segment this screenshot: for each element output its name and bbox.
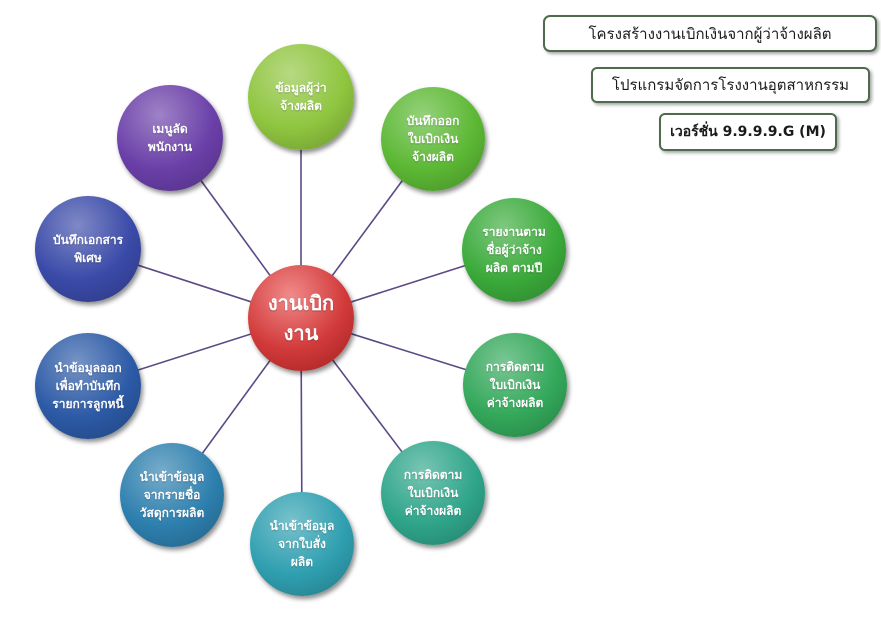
node-label: นำข้อมูลออก เพื่อทำบันทึก รายการลูกหนี้ (52, 361, 124, 411)
program-name: โปรแกรมจัดการโรงงานอุตสาหกรรม (611, 76, 850, 94)
node-label: นำเข้าข้อมูล จากรายชื่อ วัสดุการผลิต (139, 470, 205, 520)
diagram-node[interactable]: ข้อมูลผู้ว่า จ้างผลิต (248, 44, 354, 150)
version-box: เวอร์ชั่น 9.9.9.9.G (M) (659, 113, 837, 151)
page-title: โครงสร้างงานเบิกเงินจากผู้ว่าจ้างผลิต (588, 24, 832, 43)
diagram-node[interactable]: รายงานตาม ชื่อผู้ว่าจ้าง ผลิต ตามปี (462, 198, 566, 302)
diagram-node[interactable]: เมนูลัด พนักงาน (117, 85, 223, 191)
diagram-node[interactable]: นำเข้าข้อมูล จากรายชื่อ วัสดุการผลิต (120, 443, 224, 547)
center-label: งานเบิก งาน (267, 291, 335, 345)
node-label: เมนูลัด พนักงาน (147, 122, 193, 154)
node-label: การติดตาม ใบเบิกเงิน ค่าจ้างผลิต (403, 468, 463, 518)
diagram-node[interactable]: การติดตาม ใบเบิกเงิน ค่าจ้างผลิต (381, 441, 485, 545)
version-label: เวอร์ชั่น 9.9.9.9.G (M) (670, 124, 826, 140)
node-label: นำเข้าข้อมูล จากใบสั่ง ผลิต (269, 519, 335, 569)
program-name-box: โปรแกรมจัดการโรงงานอุตสาหกรรม (591, 67, 870, 103)
node-label: ข้อมูลผู้ว่า จ้างผลิต (275, 81, 327, 113)
diagram-node[interactable]: บันทึกเอกสาร พิเศษ (35, 196, 141, 302)
diagram-node[interactable]: บันทึกออก ใบเบิกเงิน จ้างผลิต (381, 87, 485, 191)
center-node[interactable]: งานเบิก งาน (248, 265, 354, 371)
node-label: บันทึกเอกสาร พิเศษ (52, 233, 124, 265)
diagram-node[interactable]: นำข้อมูลออก เพื่อทำบันทึก รายการลูกหนี้ (35, 333, 141, 439)
diagram-node[interactable]: นำเข้าข้อมูล จากใบสั่ง ผลิต (250, 492, 354, 596)
title-box: โครงสร้างงานเบิกเงินจากผู้ว่าจ้างผลิต (543, 15, 877, 52)
node-label: บันทึกออก ใบเบิกเงิน จ้างผลิต (406, 114, 460, 164)
node-label: การติดตาม ใบเบิกเงิน ค่าจ้างผลิต (485, 360, 545, 410)
diagram-node[interactable]: การติดตาม ใบเบิกเงิน ค่าจ้างผลิต (463, 333, 567, 437)
node-label: รายงานตาม ชื่อผู้ว่าจ้าง ผลิต ตามปี (482, 225, 546, 275)
